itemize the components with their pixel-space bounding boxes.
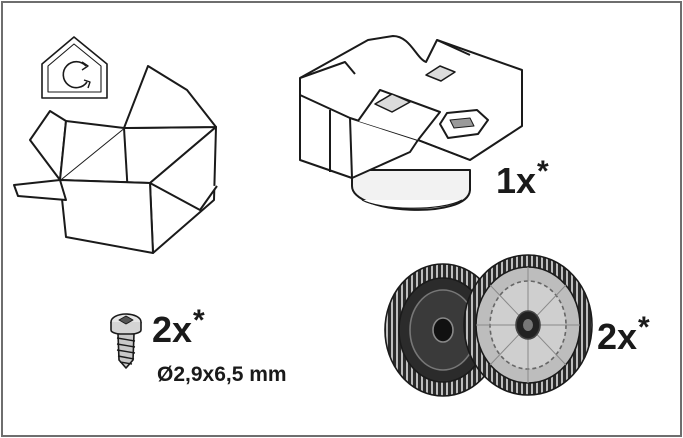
- screw-dimensions: Ø2,9x6,5 mm: [157, 363, 287, 386]
- screw-icon: [110, 313, 142, 369]
- screw-footnote-mark: *: [193, 304, 205, 337]
- charcoal-filter-icon: [384, 254, 593, 397]
- screw-quantity-label: 2x*: [152, 306, 205, 350]
- filter-quantity-label: 2x*: [597, 313, 650, 357]
- air-duct-adapter-icon: [299, 35, 523, 211]
- duct-quantity: 1x: [496, 160, 537, 201]
- duct-footnote-mark: *: [537, 155, 549, 188]
- recycle-house-icon: [41, 36, 108, 99]
- duct-quantity-label: 1x*: [496, 157, 549, 201]
- open-box-icon: [13, 65, 218, 254]
- filter-footnote-mark: *: [638, 311, 650, 344]
- screw-quantity: 2x: [152, 309, 193, 350]
- filter-quantity: 2x: [597, 316, 638, 357]
